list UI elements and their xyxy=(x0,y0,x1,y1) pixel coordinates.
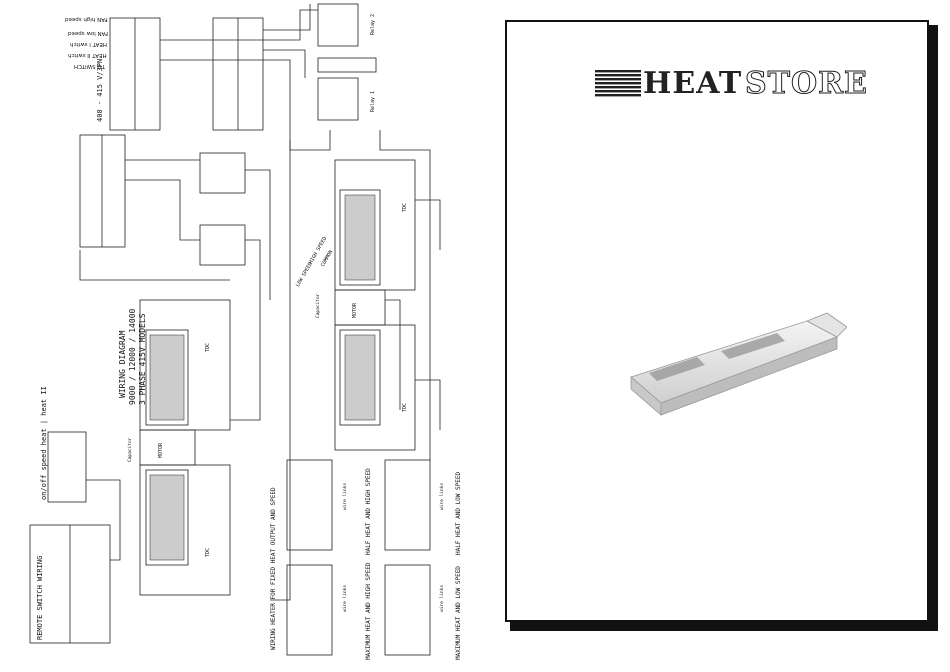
cover-page: HEAT STORE xyxy=(505,20,929,622)
wire-links-label-1: wire links xyxy=(343,482,348,510)
remote-switch-label: REMOTE SWITCH WIRING xyxy=(36,555,44,640)
tdc-label-4: TDC xyxy=(205,547,211,557)
diagram-title-3: 3 PHASE 415V MODELS xyxy=(138,313,147,405)
relay-2-label: Relay 2 xyxy=(370,13,376,35)
terminal-label-fan-high: FAN high speed xyxy=(65,16,108,22)
brand-name-heat: HEAT xyxy=(643,66,743,101)
diagram-title-1: WIRING DIAGRAM xyxy=(118,330,127,398)
option-half-low: HALF HEAT AND LOW SPEED xyxy=(455,471,462,555)
wire-links-label-2: wire links xyxy=(440,482,445,510)
air-curtain-heater-icon xyxy=(630,312,847,416)
capacitor-label-left: Capacitor xyxy=(128,437,133,462)
tdc-label-2: TDC xyxy=(402,402,408,412)
terminal-label-heat-2: HEAT II switch xyxy=(68,52,107,58)
on-off-label: on/off speed heat | heat II xyxy=(40,386,48,500)
relay-1-label: Relay 1 xyxy=(370,90,376,112)
brand-name-store: STORE xyxy=(745,66,868,102)
terminal-label-fan-low: FAN low speed xyxy=(68,30,109,36)
wire-links-label-4: wire links xyxy=(440,584,445,612)
option-max-high: MAXIMUM HEAT AND HIGH SPEED xyxy=(365,562,372,660)
wiring-diagram: WIRING DIAGRAM 9000 / 12000 / 14000 3 PH… xyxy=(29,3,462,660)
fixed-heat-label: WIRING HEATER FOR FIXED HEAT OUTPUT AND … xyxy=(270,487,277,650)
option-max-low: MAXIMUM HEAT AND LOW SPEED xyxy=(455,566,462,660)
diagram-title-2: 9000 / 12000 / 14000 xyxy=(128,308,137,405)
terminal-label-to-switch: TO SWITCH xyxy=(74,63,106,69)
wire-links-label-3: wire links xyxy=(343,584,348,612)
terminal-label-heat-1: HEAT I switch xyxy=(70,41,107,47)
option-half-high: HALF HEAT AND HIGH SPEED xyxy=(365,468,372,555)
tdc-label-3: TDC xyxy=(205,342,211,352)
tdc-label-1: TDC xyxy=(402,202,408,212)
motor-label-right: MOTOR xyxy=(352,302,358,318)
logo-stripes-icon xyxy=(595,70,641,97)
motor-label-left: MOTOR xyxy=(158,442,164,458)
wiring-schematic xyxy=(29,3,441,656)
brand-logo: HEAT STORE xyxy=(595,66,867,102)
capacitor-label-right: Capacitor xyxy=(316,293,321,318)
